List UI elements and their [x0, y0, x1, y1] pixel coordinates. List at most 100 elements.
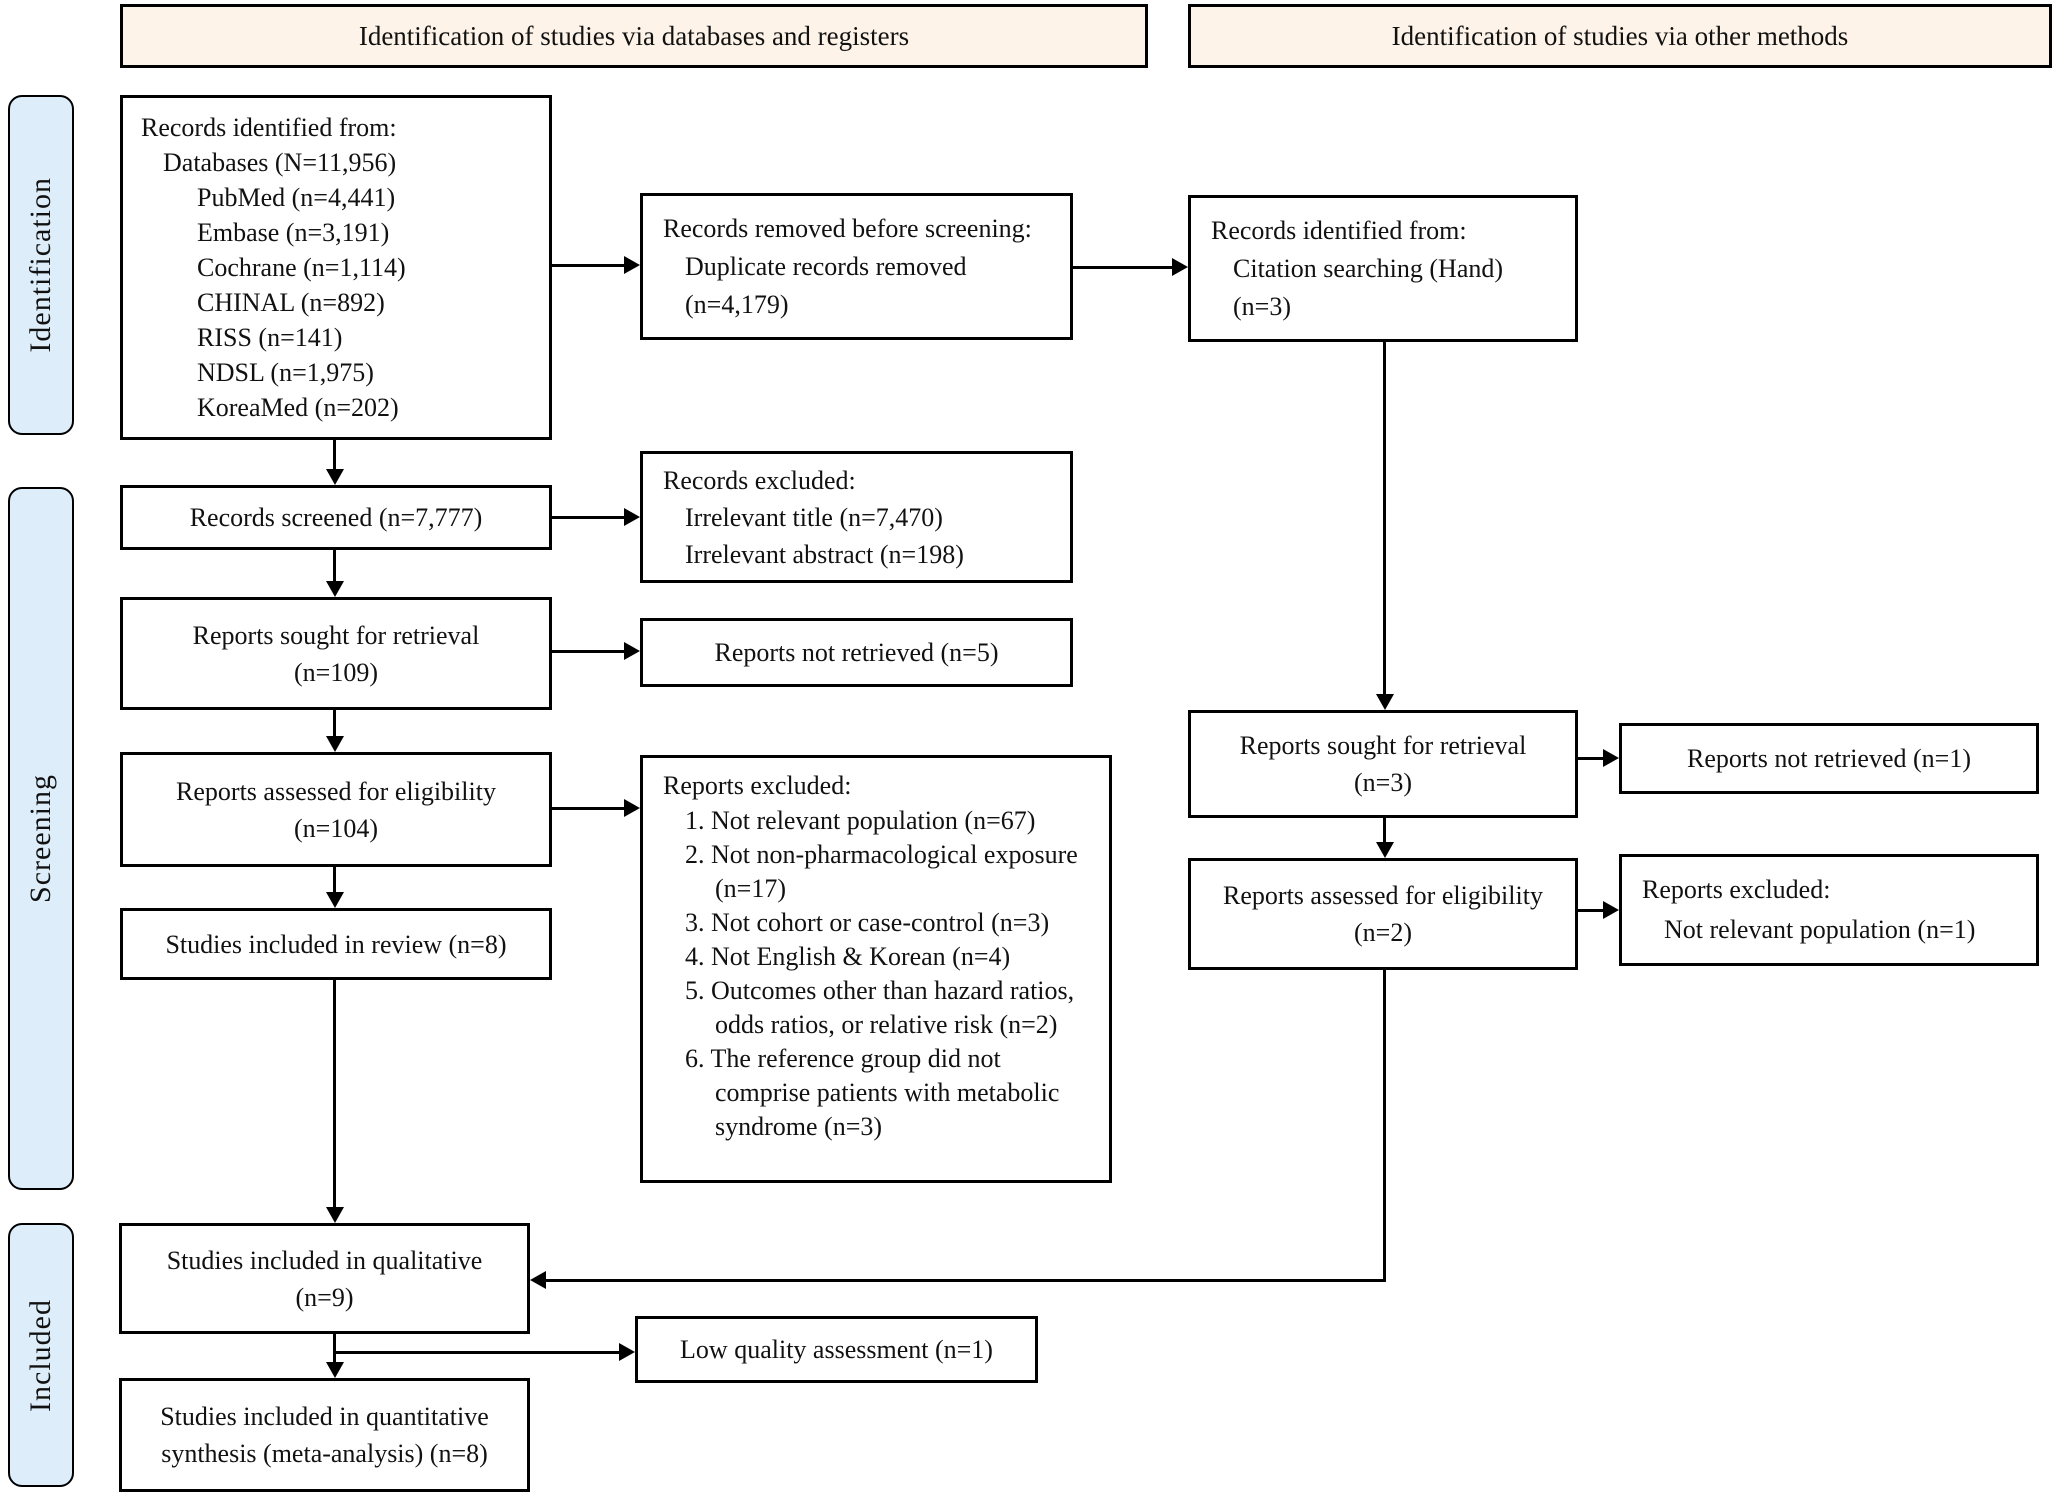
arrow-assessed-to-excluded-head: [624, 799, 640, 817]
arrow-removed-to-citation-head: [1172, 258, 1188, 276]
arrow-sought-to-notretrieved-line: [552, 650, 624, 653]
box-reports-sought-label: Reports sought for retrieval (n=109): [192, 620, 480, 687]
box-line: PubMed (n=4,441): [197, 183, 396, 212]
header-databases-label: Identification of studies via databases …: [358, 20, 910, 51]
arrow-sought-to-notretrieved-head: [624, 642, 640, 660]
box-line: KoreaMed (n=202): [197, 393, 399, 422]
arrow-other-to-qualitative-head: [530, 1271, 546, 1289]
box-reports-excluded-list: Reports excluded: 1. Not relevant popula…: [640, 755, 1112, 1183]
arrow-screened-to-excluded-head: [624, 508, 640, 526]
arrow-qualitative-to-quantitative-line: [333, 1334, 336, 1362]
header-other-methods: Identification of studies via other meth…: [1188, 4, 2052, 68]
arrow-sought-to-assessed-line: [333, 710, 336, 736]
arrow-screened-to-sought-line: [333, 550, 336, 581]
arrow-sought-other-to-notretrieved-line: [1578, 757, 1603, 760]
arrow-citation-to-sought-head: [1376, 694, 1394, 710]
box-line: Records excluded:: [663, 465, 856, 495]
box-line: CHINAL (n=892): [197, 288, 385, 317]
arrow-review-to-qualitative-line: [333, 980, 336, 1207]
header-databases-registers: Identification of studies via databases …: [120, 4, 1148, 68]
excluded-reason-item: 4. Not English & Korean (n=4): [685, 942, 1011, 971]
box-records-identified-citation: Records identified from: Citation search…: [1188, 195, 1578, 342]
box-studies-included-quantitative: Studies included in quantitative synthes…: [119, 1378, 530, 1492]
box-studies-included-review: Studies included in review (n=8): [120, 908, 552, 980]
arrow-sought-to-assessed-other-line: [1383, 818, 1386, 842]
box-reports-assessed-eligibility: Reports assessed for eligibility (n=104): [120, 752, 552, 867]
arrow-removed-to-citation-line: [1073, 266, 1172, 269]
arrow-other-to-qualitative-line: [546, 1279, 1386, 1282]
stage-identification: Identification: [8, 95, 74, 435]
box-reports-not-retrieved-n5-label: Reports not retrieved (n=5): [714, 638, 999, 667]
arrow-sought-to-assessed-head: [326, 736, 344, 752]
box-line: Records identified from:: [1211, 215, 1467, 245]
box-reports-assessed-other: Reports assessed for eligibility (n=2): [1188, 858, 1578, 970]
stage-included-label: Included: [24, 1298, 57, 1412]
arrow-assessed-other-to-excluded-line: [1578, 909, 1603, 912]
box-records-identified-databases: Records identified from: Databases (N=11…: [120, 95, 552, 440]
box-line: Cochrane (n=1,114): [197, 253, 406, 282]
box-reports-not-retrieved-n5: Reports not retrieved (n=5): [640, 618, 1073, 687]
box-reports-not-retrieved-n1-label: Reports not retrieved (n=1): [1687, 744, 1971, 773]
arrow-citation-to-sought-line: [1383, 342, 1386, 694]
box-line: Records identified from:: [141, 113, 397, 142]
excluded-reason-item: 3. Not cohort or case-control (n=3): [685, 908, 1050, 937]
stage-screening-label: Screening: [24, 774, 57, 903]
arrow-assessed-to-review-line: [333, 867, 336, 892]
excluded-reason-item: 1. Not relevant population (n=67): [685, 806, 1036, 835]
arrow-identified-to-screened-line: [333, 440, 336, 471]
stage-included: Included: [8, 1223, 74, 1487]
arrow-screened-to-sought-head: [326, 581, 344, 597]
box-reports-sought-retrieval-other: Reports sought for retrieval (n=3): [1188, 710, 1578, 818]
box-line: Databases (N=11,956): [163, 148, 397, 177]
box-reports-sought-retrieval: Reports sought for retrieval (n=109): [120, 597, 552, 710]
box-line: Duplicate records removed: [685, 251, 967, 281]
box-line: NDSL (n=1,975): [197, 358, 374, 387]
box-records-excluded: Records excluded: Irrelevant title (n=7,…: [640, 451, 1073, 583]
box-line: Embase (n=3,191): [197, 218, 390, 247]
box-line: Records removed before screening:: [663, 213, 1032, 243]
box-studies-review-label: Studies included in review (n=8): [165, 929, 507, 959]
box-records-screened-label: Records screened (n=7,777): [189, 503, 483, 532]
excluded-reason-item: 2. Not non-pharmacological exposure (n=1…: [685, 840, 1078, 903]
box-reports-sought-other-label: Reports sought for retrieval (n=3): [1239, 731, 1527, 797]
box-line: Not relevant population (n=1): [1664, 915, 1976, 944]
box-low-quality-assessment: Low quality assessment (n=1): [635, 1316, 1038, 1383]
box-line: Citation searching (Hand): [1233, 253, 1504, 283]
box-reports-assessed-label: Reports assessed for eligibility (n=104): [176, 776, 496, 843]
excluded-reason-item: 5. Outcomes other than hazard ratios, od…: [685, 976, 1075, 1039]
box-reports-excluded-title: Reports excluded:: [663, 771, 852, 800]
arrow-assessed-other-down-line: [1383, 970, 1386, 1282]
box-line: RISS (n=141): [197, 323, 343, 352]
arrow-sought-to-assessed-other-head: [1376, 842, 1394, 858]
arrow-qualitative-to-lowquality-line: [334, 1351, 619, 1354]
arrow-identified-to-removed-head: [624, 256, 640, 274]
box-records-screened: Records screened (n=7,777): [120, 485, 552, 550]
arrow-identified-to-screened-head: [326, 469, 344, 485]
arrow-identified-to-removed-line: [552, 264, 624, 267]
header-other-label: Identification of studies via other meth…: [1391, 20, 1849, 51]
arrow-qualitative-to-lowquality-head: [619, 1343, 635, 1361]
box-line: (n=4,179): [685, 289, 789, 319]
stage-screening: Screening: [8, 487, 74, 1190]
box-reports-assessed-other-label: Reports assessed for eligibility (n=2): [1223, 881, 1543, 947]
arrow-screened-to-excluded-line: [552, 516, 624, 519]
excluded-reason-item: 6. The reference group did not comprise …: [685, 1044, 1060, 1141]
box-studies-quantitative-label: Studies included in quantitative synthes…: [160, 1402, 489, 1468]
arrow-review-to-qualitative-head: [326, 1207, 344, 1223]
box-line: Reports excluded:: [1642, 875, 1831, 904]
box-line: (n=3): [1233, 291, 1291, 321]
arrow-assessed-to-review-head: [326, 892, 344, 908]
box-low-quality-label: Low quality assessment (n=1): [680, 1335, 993, 1364]
box-line: Irrelevant title (n=7,470): [685, 502, 943, 532]
stage-identification-label: Identification: [24, 177, 57, 353]
box-reports-not-retrieved-n1: Reports not retrieved (n=1): [1619, 723, 2039, 794]
box-studies-included-qualitative: Studies included in qualitative (n=9): [119, 1223, 530, 1334]
arrow-sought-other-to-notretrieved-head: [1603, 749, 1619, 767]
arrow-qualitative-to-quantitative-head: [326, 1362, 344, 1378]
box-records-removed-before-screening: Records removed before screening: Duplic…: [640, 193, 1073, 340]
box-line: Irrelevant abstract (n=198): [685, 539, 964, 569]
box-studies-qualitative-label: Studies included in qualitative (n=9): [166, 1245, 483, 1312]
arrow-assessed-other-to-excluded-head: [1603, 901, 1619, 919]
box-reports-excluded-other: Reports excluded: Not relevant populatio…: [1619, 854, 2039, 966]
